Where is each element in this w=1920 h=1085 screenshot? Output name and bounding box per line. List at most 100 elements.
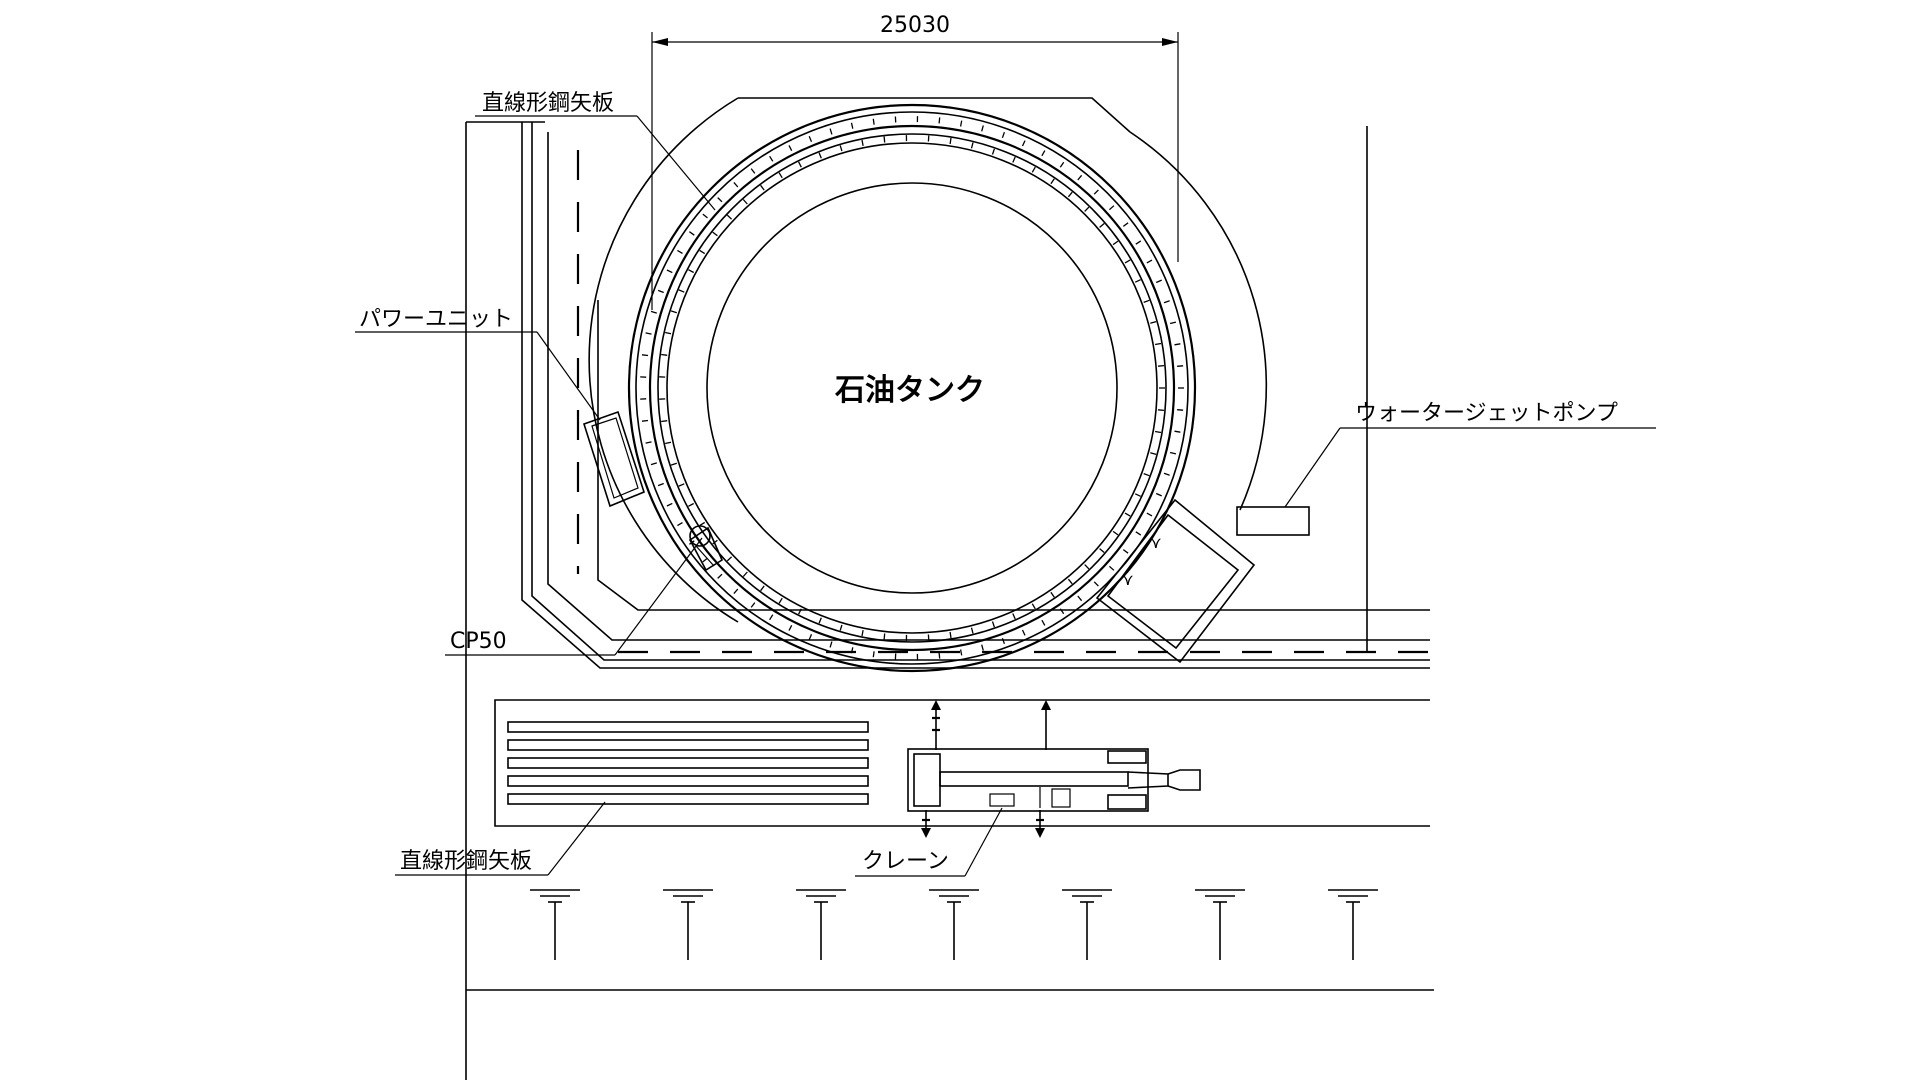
ring-tick	[1164, 301, 1170, 303]
ring-tick	[658, 484, 664, 486]
ring-tick	[779, 173, 782, 178]
leader-sheet-pile-top	[475, 116, 715, 210]
ring-tick	[1136, 532, 1141, 535]
ring-tick	[1013, 614, 1015, 620]
ring-tick	[779, 598, 782, 603]
ring-tick	[1068, 579, 1072, 584]
ring-tick	[718, 574, 722, 578]
ring-tick	[751, 603, 755, 608]
ring-tick	[840, 145, 842, 151]
ring-tick	[761, 586, 765, 591]
ring-tick	[689, 232, 694, 236]
ring-tick	[700, 250, 705, 253]
ring-tick	[972, 143, 974, 149]
ring-tick	[1051, 179, 1054, 184]
cp50-label: CP50	[450, 629, 507, 654]
ring-tick	[1175, 431, 1181, 432]
ring-tick	[1170, 322, 1176, 323]
ring-tick	[1164, 473, 1170, 475]
ring-tick	[1144, 300, 1150, 302]
ring-tick	[679, 290, 685, 292]
ring-tick	[852, 123, 853, 129]
power-unit	[584, 412, 644, 506]
work-yard	[495, 700, 1430, 826]
water-jet-pump	[1237, 507, 1309, 535]
ring-tick	[761, 185, 765, 190]
ring-tick	[789, 145, 792, 150]
ring-tick	[1156, 494, 1162, 496]
ring-tick	[1060, 162, 1063, 167]
ring-tick	[830, 642, 832, 648]
ring-tick	[1032, 604, 1035, 609]
leader-water-jet-pump	[1285, 428, 1656, 507]
ring-tick	[1144, 474, 1150, 476]
ring-tick	[1109, 566, 1114, 570]
ring-tick	[642, 355, 648, 356]
ring-tick	[961, 650, 962, 656]
ring-tick	[1100, 224, 1105, 228]
ring-tick	[688, 504, 693, 507]
ring-tick	[651, 311, 657, 313]
ring-tick	[939, 653, 940, 659]
ring-tick	[950, 138, 951, 144]
ring-tick	[661, 421, 667, 422]
ring-tick	[993, 149, 995, 155]
ring-tick	[1002, 638, 1004, 644]
ring-tick	[1150, 453, 1156, 455]
tank-label: 石油タンク	[834, 373, 985, 408]
ring-tick	[677, 250, 682, 253]
dimension-label: 25030	[880, 13, 950, 38]
ring-tick	[1051, 592, 1054, 597]
ring-tick	[770, 615, 773, 620]
ring-tick	[1147, 260, 1152, 263]
ring-tick	[665, 442, 671, 443]
ring-tick	[1125, 513, 1130, 516]
ring-tick	[840, 625, 842, 631]
power-unit-label: パワーユニット	[359, 307, 513, 332]
crane	[908, 700, 1200, 838]
ring-tick	[1113, 241, 1118, 245]
ring-tick	[1100, 549, 1105, 553]
ring-tick	[1023, 630, 1026, 635]
ring-tick	[1158, 366, 1164, 367]
ring-tick	[862, 630, 863, 636]
ring-tick	[1177, 410, 1183, 411]
ring-tick	[718, 198, 722, 202]
ring-tick	[972, 628, 974, 634]
ring-tick	[667, 503, 672, 506]
ring-tick	[1094, 190, 1098, 194]
ring-tick	[1085, 207, 1089, 211]
ring-tick	[939, 117, 940, 123]
ring-tick	[1032, 167, 1035, 172]
ring-tick	[1023, 141, 1026, 146]
ring-tick	[665, 333, 671, 334]
ring-tick	[982, 645, 984, 651]
ring-tick	[1175, 344, 1181, 345]
ring-tick	[873, 119, 874, 125]
water-jet-pit: ⋎ ⋎	[1097, 500, 1254, 662]
ring-tick	[799, 162, 802, 167]
ring-tick	[703, 214, 708, 218]
ring-tick	[1123, 223, 1128, 227]
ring-tick	[661, 355, 667, 356]
ring-tick	[1135, 494, 1140, 497]
ring-tick	[819, 618, 821, 624]
ring-tick	[646, 333, 652, 334]
ring-tick	[1135, 280, 1140, 283]
ring-tick	[667, 270, 672, 273]
ring-tick	[734, 182, 738, 187]
ring-tick	[830, 129, 832, 135]
ring-tick	[658, 290, 664, 292]
ring-tick	[727, 215, 731, 219]
ring-tick	[743, 572, 747, 577]
ring-tick	[679, 484, 685, 486]
ring-tick	[1158, 410, 1164, 411]
ring-tick	[727, 557, 731, 561]
ring-tick	[1123, 550, 1128, 554]
ring-tick	[734, 589, 738, 594]
ring-tick	[713, 232, 718, 236]
ring-tick	[677, 523, 682, 526]
ring-tick	[950, 632, 951, 638]
ring-tick	[873, 651, 874, 657]
